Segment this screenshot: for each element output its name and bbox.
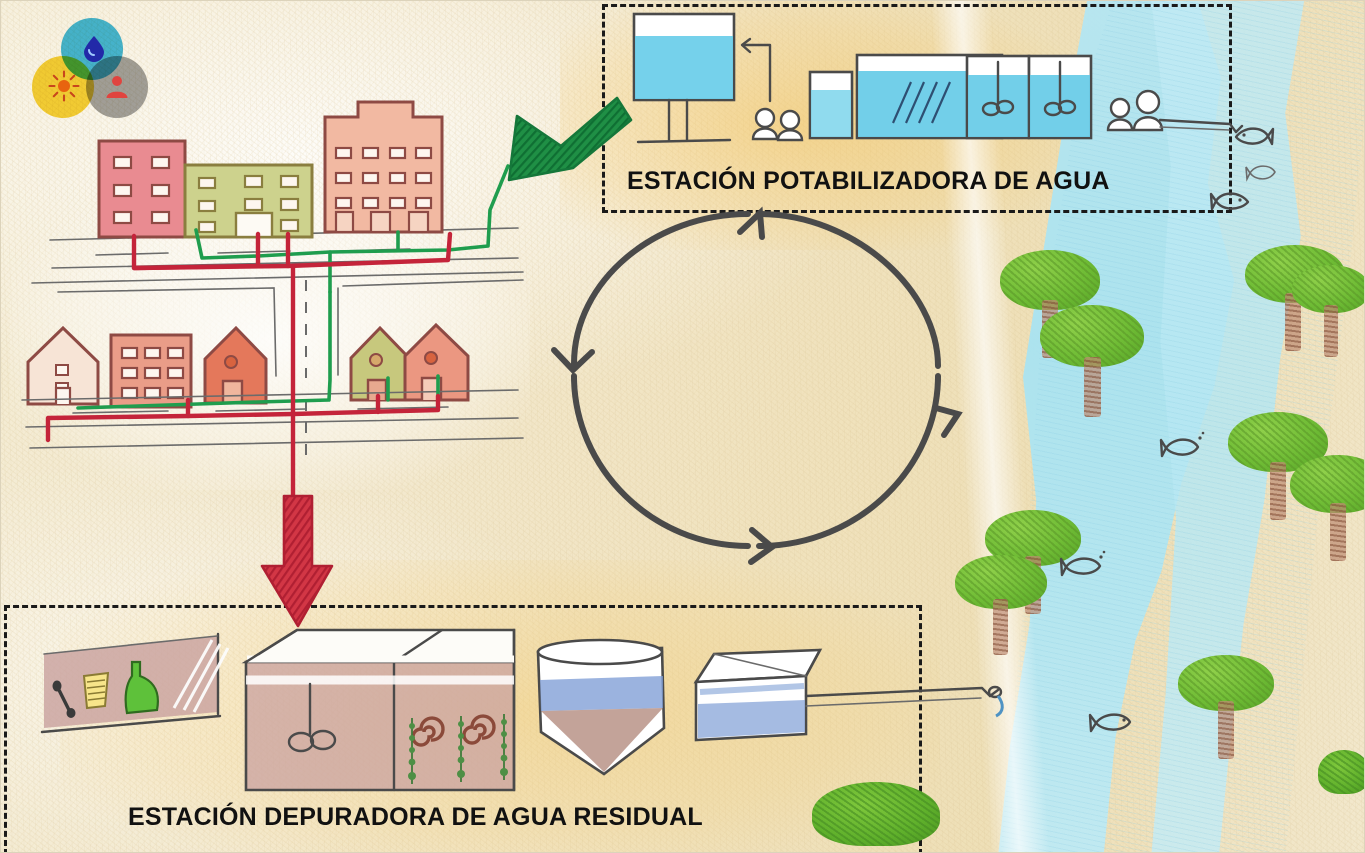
screen-bars <box>172 639 230 713</box>
biological-spiral-1 <box>411 716 445 747</box>
water-cycle-logo <box>26 18 156 118</box>
house-white <box>26 325 100 406</box>
outfall-pipe <box>804 685 1004 718</box>
tree-crown <box>1290 455 1365 513</box>
bush-shape <box>1318 750 1365 794</box>
tree <box>1178 655 1274 763</box>
tree <box>1292 265 1365 361</box>
tree <box>955 555 1047 659</box>
fish <box>1245 160 1280 189</box>
fish <box>1088 705 1136 742</box>
fish <box>1159 430 1205 467</box>
tree-trunk <box>1218 701 1234 759</box>
screening-channel <box>40 632 230 734</box>
house-olive <box>349 325 411 402</box>
bush <box>812 782 940 846</box>
cycle-arrowhead-right <box>933 405 963 438</box>
tree <box>1000 250 1100 360</box>
small-pretreatment-tank <box>808 70 854 140</box>
fish <box>1209 185 1252 220</box>
house-orange <box>203 325 268 405</box>
clean-water-arrow <box>505 92 635 187</box>
water-cycle-arrow <box>540 200 980 600</box>
debris-stick <box>52 680 76 718</box>
worker-figures-right <box>1106 89 1164 132</box>
wastewater-plant-equipment <box>14 612 1024 802</box>
bush-shape <box>812 782 940 846</box>
flocculation-tank-2 <box>1027 54 1093 140</box>
sedimentation-clarifier <box>536 638 666 776</box>
waste-water-arrow <box>258 494 338 632</box>
tree-trunk <box>1324 305 1338 357</box>
building-pink-low <box>109 333 193 409</box>
tree-trunk <box>1084 357 1101 417</box>
person-icon <box>106 76 128 98</box>
tank-stirrer <box>287 682 337 753</box>
aerator-bubbles <box>408 719 508 780</box>
tree-trunk <box>1270 462 1286 520</box>
cycle-arrowhead-left <box>551 347 595 375</box>
tree <box>1228 412 1328 524</box>
water-drop-icon <box>84 36 104 62</box>
debris-cup <box>82 671 110 710</box>
fish <box>1232 120 1275 155</box>
tree <box>1290 455 1365 565</box>
building-red <box>97 139 187 239</box>
flocculation-tank-1 <box>965 54 1031 140</box>
tree-crown <box>1040 305 1144 367</box>
wastewater-plant-label: ESTACIÓN DEPURADORA DE AGUA RESIDUAL <box>128 803 703 831</box>
clean-water-pipe <box>76 164 510 410</box>
tree-trunk <box>1330 503 1346 561</box>
biological-spiral-2 <box>462 714 496 745</box>
wastewater-pipe <box>45 231 453 511</box>
cycle-arrowhead-top <box>737 206 765 240</box>
building-salmon <box>323 100 444 234</box>
river-intake-pipe <box>1158 118 1244 134</box>
debris-bottle <box>124 660 159 715</box>
aeration-tanks <box>241 628 516 792</box>
bush <box>1318 750 1365 794</box>
final-effluent-tank <box>693 648 823 742</box>
potable-water-plant-label: ESTACIÓN POTABILIZADORA DE AGUA <box>627 167 1110 195</box>
feed-arrow <box>740 37 772 103</box>
fish <box>1059 548 1106 587</box>
tree <box>1040 305 1144 420</box>
logo-circle-gray <box>86 56 148 118</box>
tree-trunk <box>993 599 1008 655</box>
worker-figures-left <box>751 107 804 142</box>
building-olive <box>183 163 314 239</box>
cycle-arrowhead-bottom <box>748 527 777 565</box>
elevated-water-tank <box>632 12 736 144</box>
city-block <box>18 100 538 511</box>
discharge-stream <box>995 695 1004 718</box>
potable-water-plant-equipment <box>612 8 1244 158</box>
sun-icon <box>48 70 80 102</box>
tree-trunk <box>1285 293 1301 351</box>
